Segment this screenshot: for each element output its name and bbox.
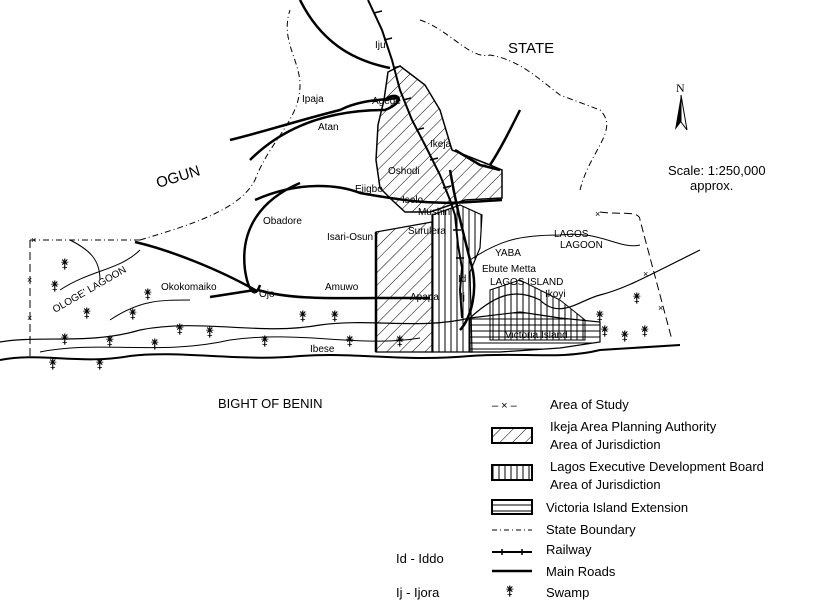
svg-text:⚵: ⚵ xyxy=(640,323,650,338)
area-of-study-markers: × × × × × × xyxy=(27,209,663,323)
svg-text:×: × xyxy=(27,313,32,323)
label-ojo: Ojo xyxy=(259,289,275,300)
coastline xyxy=(0,344,681,361)
label-isolo: Isolo xyxy=(402,195,424,206)
label-id: Id xyxy=(458,274,466,285)
label-oshodi: Oshodi xyxy=(388,166,420,177)
label-ibese: Ibese xyxy=(310,344,335,355)
svg-text:⚵: ⚵ xyxy=(395,333,405,348)
svg-text:⚵: ⚵ xyxy=(595,308,605,323)
label-amuwo: Amuwo xyxy=(325,282,359,293)
svg-text:⚵: ⚵ xyxy=(175,321,185,336)
label-lagos-lagoon-1: LAGOS xyxy=(554,229,589,240)
north-label: N xyxy=(676,81,685,95)
legend-area-of-study: Area of Study xyxy=(550,397,629,412)
svg-text:⚵: ⚵ xyxy=(345,333,355,348)
label-state: STATE xyxy=(508,40,554,57)
svg-text:⚵: ⚵ xyxy=(48,356,58,371)
area-of-study-symbol: – × – xyxy=(492,400,518,412)
label-apapa: Apapa xyxy=(410,292,439,303)
label-ikeja: Ikeja xyxy=(430,139,452,150)
svg-text:⚵: ⚵ xyxy=(330,308,340,323)
legend-ikeja-authority-2: Area of Jurisdiction xyxy=(550,437,661,452)
label-bight-of-benin: BIGHT OF BENIN xyxy=(218,396,323,411)
svg-text:⚵: ⚵ xyxy=(150,336,160,351)
north-arrow-icon xyxy=(675,94,688,131)
swamp-icon: ⚵ xyxy=(505,583,515,598)
label-lagos-island: LAGOS ISLAND xyxy=(490,277,563,288)
svg-text:⚵: ⚵ xyxy=(620,328,630,343)
legend-ledb: Lagos Executive Development Board xyxy=(550,459,764,474)
legend-main-roads: Main Roads xyxy=(546,564,616,579)
label-agege: Agege xyxy=(372,96,401,107)
railway xyxy=(367,0,464,319)
label-surulera: Surulera xyxy=(408,226,446,237)
swamp-icons: ⚵⚵⚵ ⚵⚵⚵ ⚵⚵⚵ ⚵⚵⚵ ⚵⚵⚵ ⚵⚵ ⚵⚵⚵ ⚵⚵ xyxy=(48,256,650,371)
lagos-island-lines xyxy=(489,279,586,341)
svg-text:⚵: ⚵ xyxy=(95,356,105,371)
label-victoria-island: Victoria Island xyxy=(505,330,568,341)
legend-railway: Railway xyxy=(546,542,592,557)
svg-text:⚵: ⚵ xyxy=(105,333,115,348)
ologe-creek xyxy=(59,239,191,321)
svg-text:⚵: ⚵ xyxy=(143,286,153,301)
label-ij: Ij xyxy=(460,292,465,303)
legend-ledb-2: Area of Jurisdiction xyxy=(550,477,661,492)
legend-victoria-island-ext: Victoria Island Extension xyxy=(546,500,689,515)
svg-text:⚵: ⚵ xyxy=(60,331,70,346)
label-ipaja: Ipaja xyxy=(302,94,324,105)
legend-swatches: – × – ⚵ xyxy=(491,400,533,598)
legend-ikeja-authority: Ikeja Area Planning Authority xyxy=(550,419,717,434)
svg-text:⚵: ⚵ xyxy=(60,256,70,271)
svg-text:⚵: ⚵ xyxy=(82,305,92,320)
state-boundary xyxy=(30,9,608,241)
label-mushin: Mushin xyxy=(418,207,450,218)
ikeja-hatch-swatch xyxy=(491,427,533,444)
legend-state-boundary: State Boundary xyxy=(546,522,636,537)
label-okokomaiko: Okokomaiko xyxy=(161,282,217,293)
lagoon-shore xyxy=(0,249,701,343)
scale-text: Scale: 1:250,000 xyxy=(668,163,766,178)
svg-text:⚵: ⚵ xyxy=(50,278,60,293)
svg-text:⚵: ⚵ xyxy=(600,323,610,338)
abbrev-iddo: Id - Iddo xyxy=(396,551,444,566)
svg-text:⚵: ⚵ xyxy=(298,308,308,323)
label-ikoyi: Ikoyi xyxy=(545,289,566,300)
legend-swamp: Swamp xyxy=(546,585,590,600)
svg-text:×: × xyxy=(27,275,32,285)
railway-ticks xyxy=(373,10,464,259)
label-ejigbo: Ejigbo xyxy=(355,184,383,195)
label-iju: Iju xyxy=(375,40,386,51)
main-roads xyxy=(134,0,522,352)
label-lagos-lagoon-2: LAGOON xyxy=(560,240,603,251)
svg-text:⚵: ⚵ xyxy=(128,306,138,321)
label-obadore: Obadore xyxy=(263,216,302,227)
ledb-lines-swatch xyxy=(491,464,533,481)
scale-approx: approx. xyxy=(690,178,733,193)
svg-text:⚵: ⚵ xyxy=(260,333,270,348)
label-ebute-metta: Ebute Metta xyxy=(482,264,536,275)
lagos-lagoon-shore xyxy=(469,233,641,261)
label-isari-osun: Isari-Osun xyxy=(327,232,373,243)
svg-text:×: × xyxy=(658,303,663,313)
svg-text:⚵: ⚵ xyxy=(632,290,642,305)
lagoon-channel xyxy=(39,336,421,353)
svg-text:×: × xyxy=(643,269,648,279)
svg-text:×: × xyxy=(31,235,36,245)
svg-text:×: × xyxy=(595,209,600,219)
label-yaba: YABA xyxy=(495,248,521,259)
label-atan: Atan xyxy=(318,122,339,133)
abbrev-ijora: Ij - Ijora xyxy=(396,585,440,600)
svg-text:⚵: ⚵ xyxy=(205,324,215,339)
victoria-swatch xyxy=(491,499,533,515)
ikeja-authority-north xyxy=(375,65,503,213)
label-ogun: OGUN xyxy=(154,162,202,191)
